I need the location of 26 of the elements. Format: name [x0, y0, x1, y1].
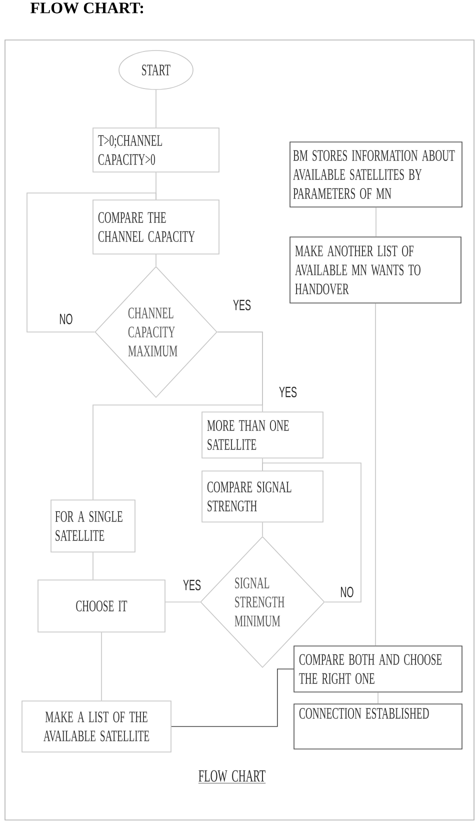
connector-line	[262, 522, 263, 536]
title: FLOW CHART:	[30, 2, 144, 14]
edge-label: NO	[60, 314, 72, 324]
process-box: MAKE A LIST OF THE AVAILABLE SATELLITE	[22, 700, 172, 752]
connector-line	[92, 332, 263, 500]
edge-label: YES	[279, 386, 297, 398]
process-box: CHOOSE IT	[38, 580, 166, 632]
process-box: COMPARE SIGNAL STRENGTH	[202, 470, 324, 522]
connector-line	[171, 668, 294, 727]
process-box: MORE THAN ONE SATELLITE	[202, 412, 324, 458]
process-box: COMPARE BOTH AND CHOOSE THE RIGHT ONE	[294, 646, 462, 692]
edge-label: NO	[341, 586, 354, 598]
process-box: MAKE ANOTHER LIST OF AVAILABLE MN WANTS TO HANDOVER	[290, 236, 462, 304]
connector-line	[101, 632, 102, 701]
connector-line	[92, 552, 94, 580]
process-box: COMPARE THE CHANNEL CAPACITY	[92, 200, 220, 254]
connector-line	[262, 462, 362, 602]
process-box: T>0;CHANNEL CAPACITY>0	[92, 128, 220, 172]
connector-line	[26, 192, 156, 332]
process-box: FOR A SINGLE SATELLITE	[50, 500, 136, 552]
caption: FLOW CHART	[198, 770, 266, 784]
connector-line	[375, 303, 376, 646]
edge-label: YES	[183, 580, 201, 590]
edge-label: YES	[233, 300, 251, 310]
process-box: CONNECTION ESTABLISHED	[294, 704, 462, 750]
process-box: BM STORES INFORMATION ABOUT AVAILABLE SATELLITES BY PARAMETERS OF MN	[290, 142, 462, 208]
